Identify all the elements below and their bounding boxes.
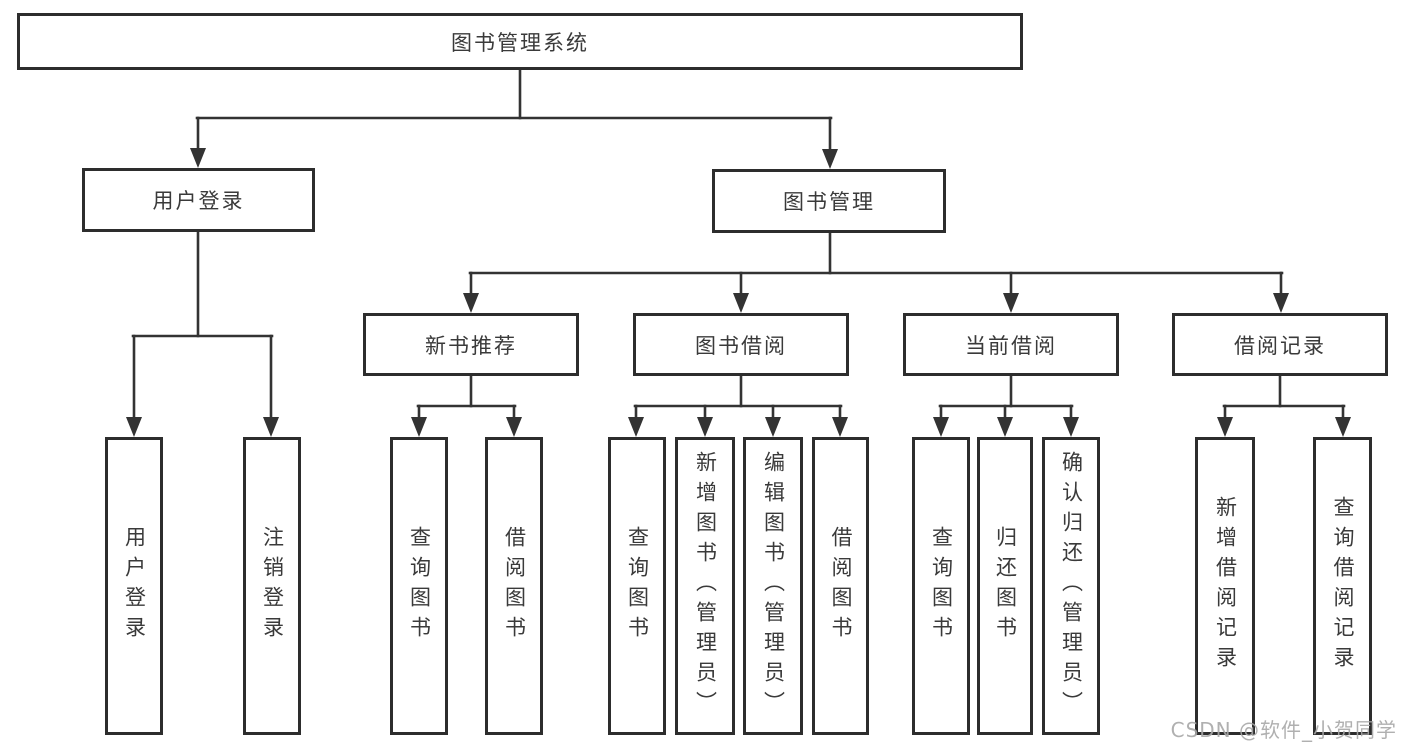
leaf-query-borrow-record: 查询借阅记录: [1313, 437, 1372, 735]
node-new-book-recommend: 新书推荐: [363, 313, 579, 376]
leaf-borrow-books-recommend: 借阅图书: [485, 437, 543, 735]
leaf-add-books-admin: 新增图书（管理员）: [675, 437, 735, 735]
node-book-management: 图书管理: [712, 169, 946, 233]
node-user-login: 用户登录: [82, 168, 315, 232]
leaf-confirm-return-admin: 确认归还（管理员）: [1042, 437, 1100, 735]
leaf-edit-books-admin: 编辑图书（管理员）: [743, 437, 803, 735]
node-book-borrowing: 图书借阅: [633, 313, 849, 376]
leaf-return-books: 归还图书: [977, 437, 1033, 735]
node-root-system: 图书管理系统: [17, 13, 1023, 70]
node-borrowing-records: 借阅记录: [1172, 313, 1388, 376]
leaf-logout: 注销登录: [243, 437, 301, 735]
leaf-add-borrow-record: 新增借阅记录: [1195, 437, 1255, 735]
leaf-query-books-borrowing: 查询图书: [608, 437, 666, 735]
leaf-query-books-current: 查询图书: [912, 437, 970, 735]
csdn-watermark: CSDN @软件_小贺同学: [1170, 718, 1397, 742]
leaf-borrow-books-borrowing: 借阅图书: [812, 437, 869, 735]
leaf-user-login: 用户登录: [105, 437, 163, 735]
leaf-query-books-recommend: 查询图书: [390, 437, 448, 735]
node-current-borrowing: 当前借阅: [903, 313, 1119, 376]
